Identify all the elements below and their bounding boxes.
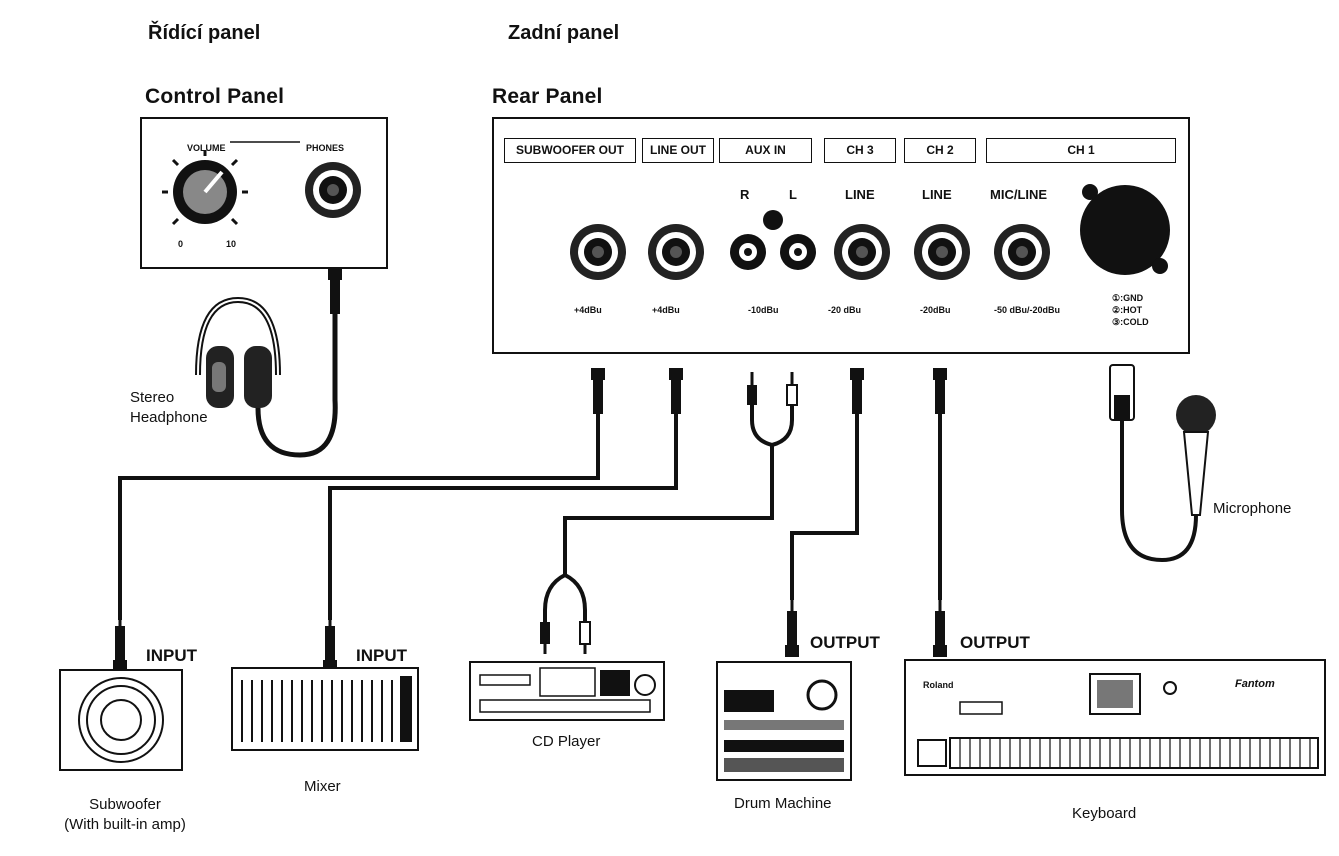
volume-scale-min: 0 <box>178 239 184 249</box>
subwoofer-label: Subwoofer (With built-in amp) <box>40 795 210 835</box>
aux-l-label: L <box>789 187 797 202</box>
keyboard-icon <box>904 659 1326 776</box>
cd-player-label: CD Player <box>532 733 601 750</box>
aux-in-rca-jacks <box>730 210 816 270</box>
volume-knob <box>162 150 248 226</box>
aux-r-label: R <box>740 187 750 202</box>
xlr-pin-hot: ②:HOT <box>1112 305 1143 315</box>
plug-cd-rca <box>540 621 591 654</box>
keyboard-output-label: OUTPUT <box>960 633 1030 652</box>
ch2-line-label: LINE <box>922 187 952 202</box>
ch1-mic-line-jack <box>994 224 1050 280</box>
section-line-out: LINE OUT <box>642 138 714 163</box>
ch2-line-jack <box>914 224 970 280</box>
line-out-jack <box>648 224 704 280</box>
drum-machine-icon <box>716 661 852 781</box>
xlr-pin-cold: ③:COLD <box>1112 317 1149 327</box>
section-aux-in: AUX IN <box>719 138 812 163</box>
cd-player-icon <box>469 661 665 721</box>
plug-ch3 <box>848 366 866 434</box>
plug-aux-rca <box>747 372 798 406</box>
plug-ch2 <box>931 366 949 434</box>
plug-subwoofer-out <box>589 366 607 434</box>
level-line-out: +4dBu <box>652 305 680 315</box>
section-ch3: CH 3 <box>824 138 896 163</box>
section-ch1: CH 1 <box>986 138 1176 163</box>
plug-line-out <box>667 366 685 434</box>
headphones-icon <box>195 266 344 458</box>
level-ch3: -20 dBu <box>828 305 862 315</box>
microphone-icon <box>1176 395 1216 516</box>
keyboard-brand-left: Roland <box>923 680 954 690</box>
xlr-plug <box>1109 364 1135 421</box>
section-subwoofer-out: SUBWOOFER OUT <box>504 138 636 163</box>
plug-mixer-input <box>321 606 339 674</box>
phones-label: PHONES <box>306 143 345 153</box>
subwoofer-icon <box>59 669 183 771</box>
mixer-icon <box>231 667 419 751</box>
mixer-input-label: INPUT <box>356 646 407 665</box>
ch3-line-label: LINE <box>845 187 875 202</box>
subwoofer-label-line2: (With built-in amp) <box>64 816 186 833</box>
rear-panel-heading-cz: Zadní panel <box>508 22 620 44</box>
section-ch2: CH 2 <box>904 138 976 163</box>
headphone-label: Stereo Headphone <box>130 388 208 428</box>
level-ch2: -20dBu <box>920 305 951 315</box>
microphone-label: Microphone <box>1213 500 1292 517</box>
ch1-xlr-jack <box>1080 184 1170 275</box>
level-subwoofer-out: +4dBu <box>574 305 602 315</box>
subwoofer-input-label: INPUT <box>146 646 197 665</box>
subwoofer-label-line1: Subwoofer <box>89 796 161 813</box>
control-panel-title: Control Panel <box>145 85 285 108</box>
control-panel-heading-cz: Řídící panel <box>148 22 261 44</box>
ch3-line-jack <box>834 224 890 280</box>
plug-drum-output <box>783 591 801 659</box>
volume-label: VOLUME <box>187 143 226 153</box>
phones-jack <box>305 162 361 218</box>
keyboard-label: Keyboard <box>1072 805 1137 822</box>
drum-machine-label: Drum Machine <box>734 795 832 812</box>
rear-panel-title: Rear Panel <box>492 85 603 108</box>
plug-subwoofer-input <box>111 606 129 674</box>
headphone-label-line1: Stereo <box>130 389 175 406</box>
volume-scale-max: 10 <box>226 239 237 249</box>
headphone-label-line2: Headphone <box>130 409 208 426</box>
keyboard-brand-right: Fantom <box>1235 678 1275 690</box>
subwoofer-out-jack <box>570 224 626 280</box>
cables <box>118 400 1198 625</box>
drum-output-label: OUTPUT <box>810 633 880 652</box>
level-aux-in: -10dBu <box>748 305 779 315</box>
plug-keyboard-output <box>931 591 949 659</box>
xlr-pin-gnd: ①:GND <box>1112 293 1144 303</box>
mixer-label: Mixer <box>304 778 341 795</box>
ch1-mic-line-label: MIC/LINE <box>990 187 1048 202</box>
level-ch1: -50 dBu/-20dBu <box>994 305 1061 315</box>
